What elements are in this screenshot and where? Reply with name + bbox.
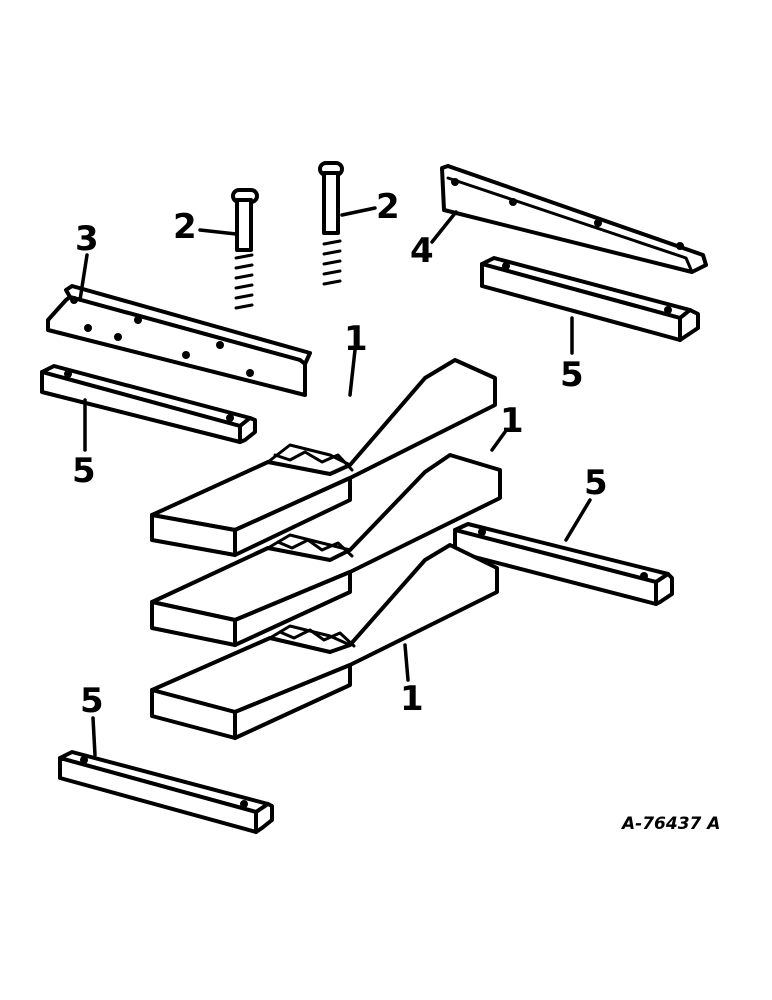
callout-angle-right: 4 (410, 231, 434, 271)
angle-left (46, 284, 312, 397)
channel-hole (240, 800, 248, 808)
plank-middle (150, 453, 502, 647)
angle-right-hole (676, 242, 684, 250)
leader-plank-top (348, 348, 357, 397)
leader-bolt-left (198, 228, 238, 236)
callout-plank-top: 1 (344, 319, 368, 359)
callout-channel-upper-left: 5 (72, 451, 96, 491)
leader-plank-middle (490, 430, 507, 452)
channel-hole (478, 528, 486, 536)
plank-bottom (150, 543, 499, 740)
leader-plank-bottom (403, 643, 410, 682)
channel-bottom-left (58, 750, 274, 834)
callouts: 2 2 3 4 5 5 1 1 5 1 5 (72, 187, 608, 721)
angle-right-hole (594, 219, 602, 227)
angle-left-hole (70, 296, 78, 304)
channel-upper-right (480, 256, 700, 342)
angle-left-hole (182, 351, 190, 359)
leader-angle-left (78, 253, 89, 302)
callout-channel-middle-right: 5 (584, 463, 608, 503)
figure-reference-code: A-76437 A (620, 814, 720, 834)
channel-hole (502, 262, 510, 270)
channel-hole (64, 370, 72, 378)
angle-right (440, 164, 708, 274)
angle-right-hole (451, 178, 459, 186)
leader-lines (78, 206, 592, 757)
angle-right-hole (509, 198, 517, 206)
leader-bolt-right (340, 206, 377, 217)
angle-left-hole (114, 333, 122, 341)
bolt-left (231, 188, 259, 310)
channel-hole (640, 572, 648, 580)
callout-bolt-right: 2 (376, 187, 400, 227)
leader-angle-right (430, 210, 458, 244)
angle-left-hole (84, 324, 92, 332)
angle-left-hole (216, 341, 224, 349)
channel-middle-right (453, 522, 674, 606)
callout-bolt-left: 2 (173, 207, 197, 247)
bolt-right (318, 161, 344, 286)
leader-channel-bottom-left (91, 716, 97, 757)
channel-hole (226, 414, 234, 422)
angle-left-hole (134, 316, 142, 324)
channel-hole (664, 306, 672, 314)
callout-angle-left: 3 (75, 219, 99, 259)
channel-upper-left (40, 364, 257, 444)
callout-channel-bottom-left: 5 (80, 681, 104, 721)
callout-channel-upper-right: 5 (560, 355, 584, 395)
leader-channel-middle-right (564, 498, 592, 542)
callout-plank-middle: 1 (500, 401, 524, 441)
channel-hole (80, 756, 88, 764)
plank-top (150, 358, 497, 557)
callout-plank-bottom: 1 (400, 679, 424, 719)
angle-left-hole (246, 369, 254, 377)
